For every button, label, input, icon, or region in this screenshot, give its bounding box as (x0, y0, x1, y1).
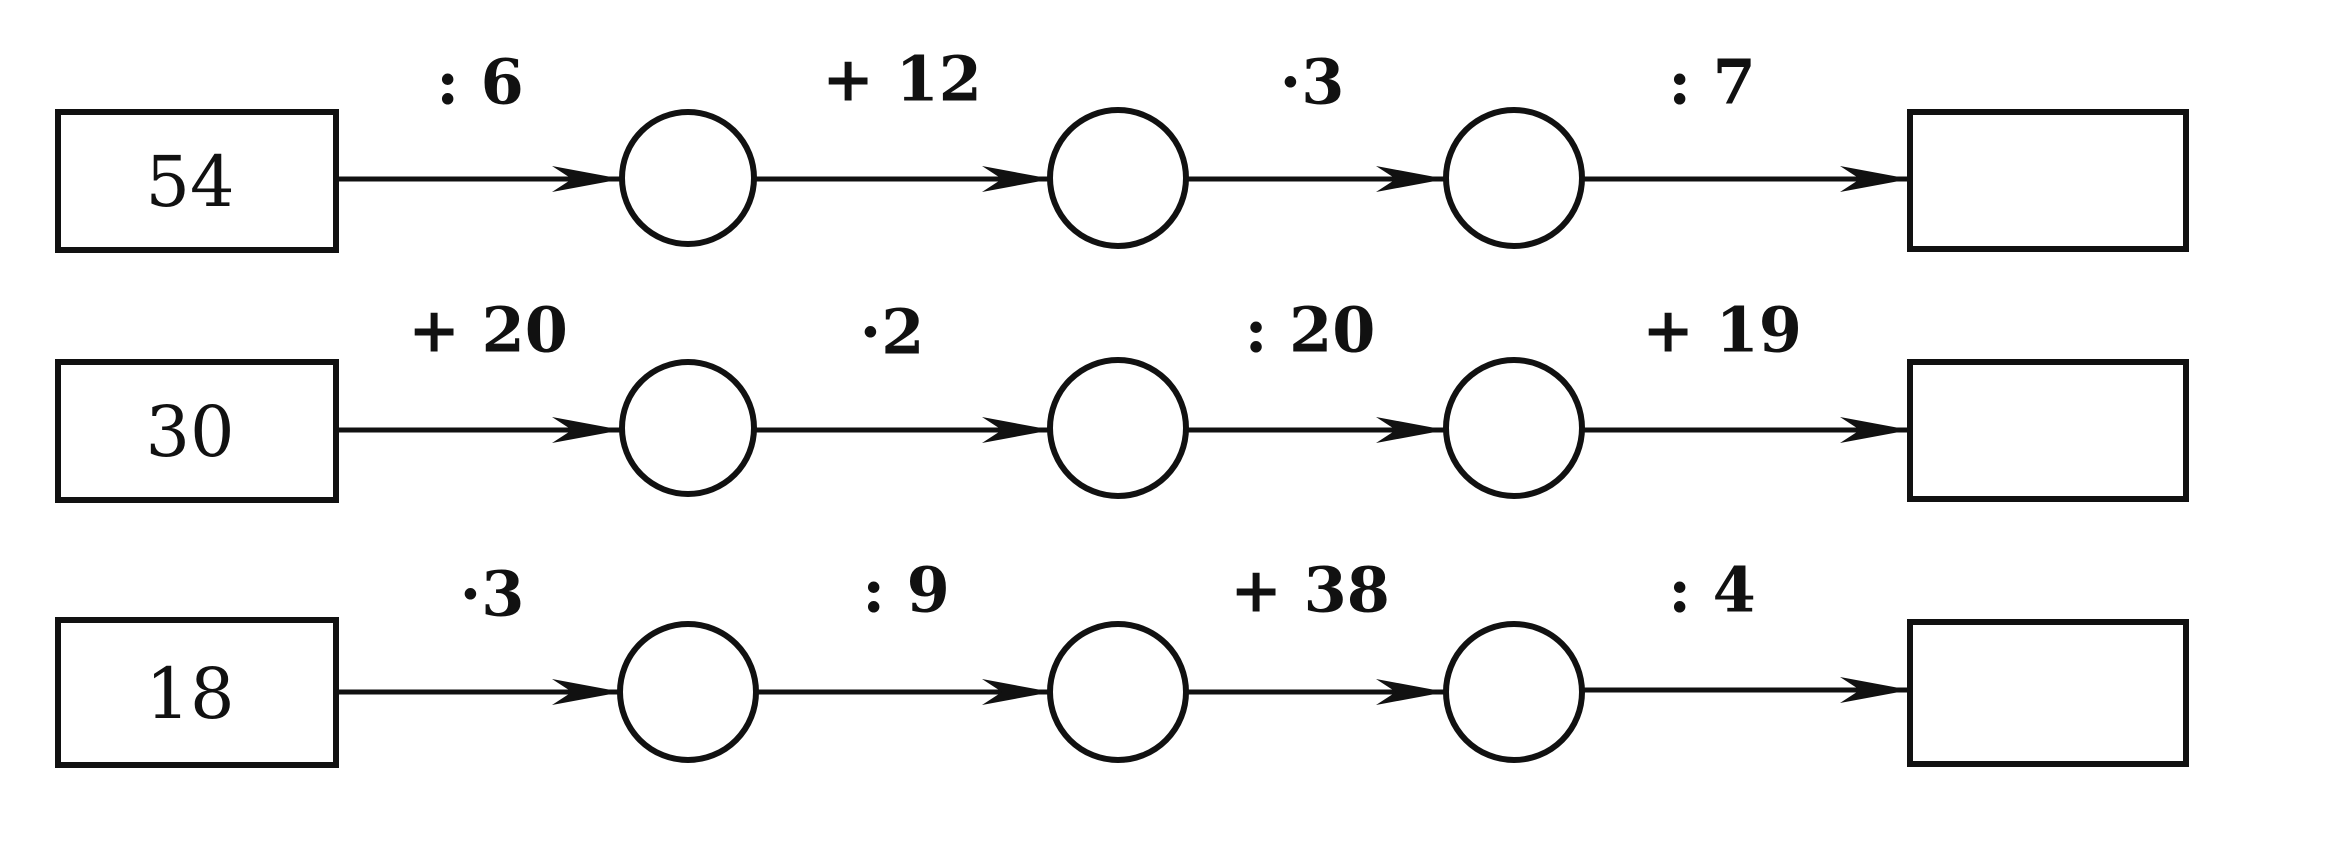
arrow-head (552, 417, 622, 443)
arrow-head (552, 679, 622, 705)
blank-circle (1047, 107, 1189, 249)
operation-label: ·3 (1280, 46, 1345, 119)
operation-label: + 38 (1230, 554, 1390, 627)
blank-circle (619, 359, 757, 497)
operation-label: ·3 (460, 558, 525, 631)
operation-label: ·2 (860, 296, 925, 369)
operation-label: + 12 (822, 43, 982, 116)
chain-row-2: 30 + 20 ·2 : 20 + 19 (55, 294, 2189, 503)
operation-label: + 20 (408, 294, 568, 367)
blank-circle (617, 621, 759, 763)
result-box (1907, 619, 2189, 767)
start-value: 30 (145, 391, 234, 473)
arrow-head (1376, 166, 1446, 192)
arrow-head (982, 417, 1052, 443)
arrow-head (1376, 417, 1446, 443)
blank-circle (1047, 621, 1189, 763)
arrow-head (1840, 166, 1910, 192)
chain-row-3: 18 ·3 : 9 + 38 : 4 (55, 554, 2189, 768)
blank-circle (1443, 621, 1585, 763)
start-box (55, 359, 339, 503)
arrow-head (1840, 417, 1910, 443)
start-box (55, 617, 339, 768)
arrow-head (982, 679, 1052, 705)
start-value: 18 (145, 653, 234, 735)
blank-circle (1443, 107, 1585, 249)
operation-label: + 19 (1642, 294, 1802, 367)
operation-label: : 4 (1668, 554, 1756, 627)
blank-circle (1047, 357, 1189, 499)
operation-label: : 6 (436, 46, 524, 119)
start-box (55, 109, 339, 253)
arrow-head (1840, 677, 1910, 703)
operation-label: : 9 (862, 554, 950, 627)
operation-label: : 20 (1245, 294, 1376, 367)
chain-row-1: 54 : 6 + 12 ·3 : 7 (55, 43, 2189, 253)
result-box (1907, 109, 2189, 252)
blank-circle (1443, 357, 1585, 499)
result-box (1907, 359, 2189, 502)
blank-circle (619, 109, 757, 247)
arrow-head (1376, 679, 1446, 705)
arrow-head (982, 166, 1052, 192)
start-value: 54 (145, 141, 234, 223)
operation-label: : 7 (1668, 46, 1756, 119)
arrow-head (552, 166, 622, 192)
